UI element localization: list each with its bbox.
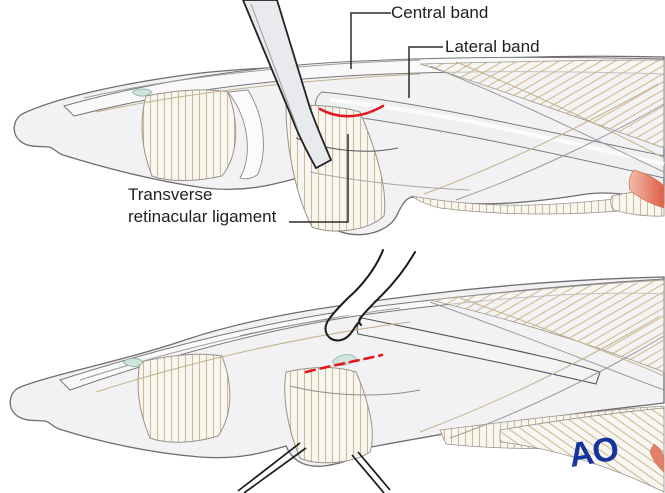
retractor-left: [237, 442, 307, 493]
incision-line: [318, 104, 385, 118]
scalpel: [242, 0, 333, 170]
trl-label-line1: Transverse: [128, 185, 213, 204]
leader-line-lateral-band: [408, 46, 443, 98]
fiber-detail-top: [83, 59, 665, 201]
leader-line-central-band: [350, 12, 391, 69]
leader-lines: [289, 12, 443, 223]
skin-hook: [324, 249, 416, 342]
bottom-finger-illustration: [9, 249, 665, 493]
interosseous-muscle: [628, 169, 665, 209]
lateral-band-label: Lateral band: [445, 37, 540, 56]
ao-logo: AO: [566, 430, 621, 475]
retractor-right: [351, 451, 391, 493]
top-finger-illustration: [13, 0, 665, 236]
trl-label-line2: retinacular ligament: [128, 207, 277, 226]
lateral-band-highlight: [329, 98, 665, 166]
central-band-label: Central band: [391, 3, 489, 22]
transverse-retinacular-ligament-label: Transverse retinacular ligament: [128, 184, 276, 228]
muscle-edge-bottom-right: [649, 443, 665, 473]
pip-cartilage: [131, 88, 153, 97]
incision-dashed-line: [304, 353, 384, 374]
lateral-band-slip: [227, 89, 264, 180]
lifted-lateral-band: [356, 317, 601, 385]
pip-cartilage: [122, 357, 144, 367]
leader-line-transverse-retinacular-ligament: [289, 134, 349, 223]
